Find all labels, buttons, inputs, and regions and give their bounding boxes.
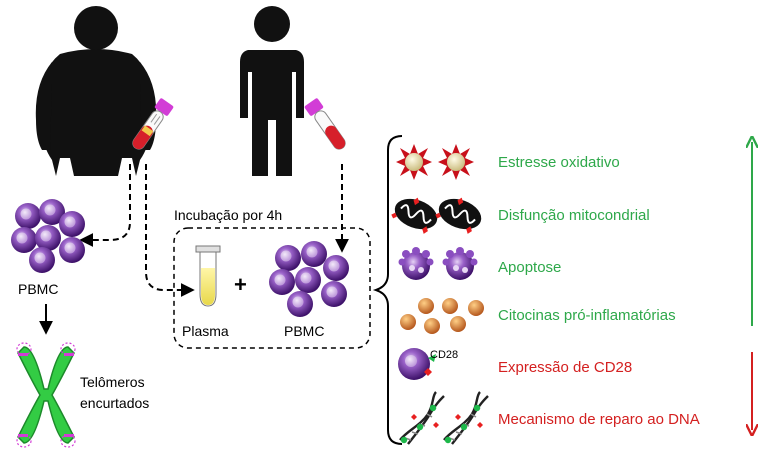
dashed-arrow-to-pbmc xyxy=(79,164,131,247)
plus-sign: + xyxy=(234,272,247,297)
effect-oxidative-stress: Estresse oxidativo xyxy=(498,154,620,171)
incubation-label: Incubação por 4h xyxy=(174,207,282,223)
blood-tube-icon xyxy=(304,98,346,150)
obese-person-icon xyxy=(35,6,157,176)
telomere-label-line1: Telômeros xyxy=(80,374,145,390)
cd28-tag: CD28 xyxy=(430,349,458,361)
apoptotic-cell-icon xyxy=(442,247,478,280)
dna-icon xyxy=(442,390,490,446)
plasma-label: Plasma xyxy=(182,323,229,339)
lean-person-icon xyxy=(240,6,304,176)
effect-apoptosis: Apoptose xyxy=(498,259,561,276)
effect-mitochondrial-dysfunction: Disfunção mitocondrial xyxy=(498,207,650,224)
ros-icon xyxy=(438,144,474,180)
effect-proinflammatory-cytokines: Citocinas pró-inflamatórias xyxy=(498,307,676,324)
pbmc-label-left: PBMC xyxy=(18,281,58,297)
dashed-arrow-to-plasma xyxy=(145,164,195,297)
apoptotic-cell-icon xyxy=(398,247,434,280)
cytokine-icon xyxy=(400,298,484,334)
pbmc-label-middle: PBMC xyxy=(284,323,324,339)
dna-icon xyxy=(398,390,446,446)
effect-dna-repair: Mecanismo de reparo ao DNA xyxy=(498,411,700,428)
cd28-cell-icon xyxy=(398,348,436,380)
mitochondria-icon xyxy=(391,197,438,234)
ros-icon xyxy=(396,144,432,180)
plasma-tube-icon xyxy=(195,245,221,307)
chromosome-icon xyxy=(16,342,76,448)
blood-tube-icon xyxy=(132,98,174,150)
telomere-label-line2: encurtados xyxy=(80,395,149,411)
effect-cd28-expression: Expressão de CD28 xyxy=(498,359,632,376)
incubation-box xyxy=(173,227,371,349)
curly-brace xyxy=(372,135,403,445)
pbmc-cluster-icon xyxy=(11,199,85,273)
mitochondria-icon xyxy=(435,197,482,234)
pbmc-cluster-icon xyxy=(269,241,349,317)
